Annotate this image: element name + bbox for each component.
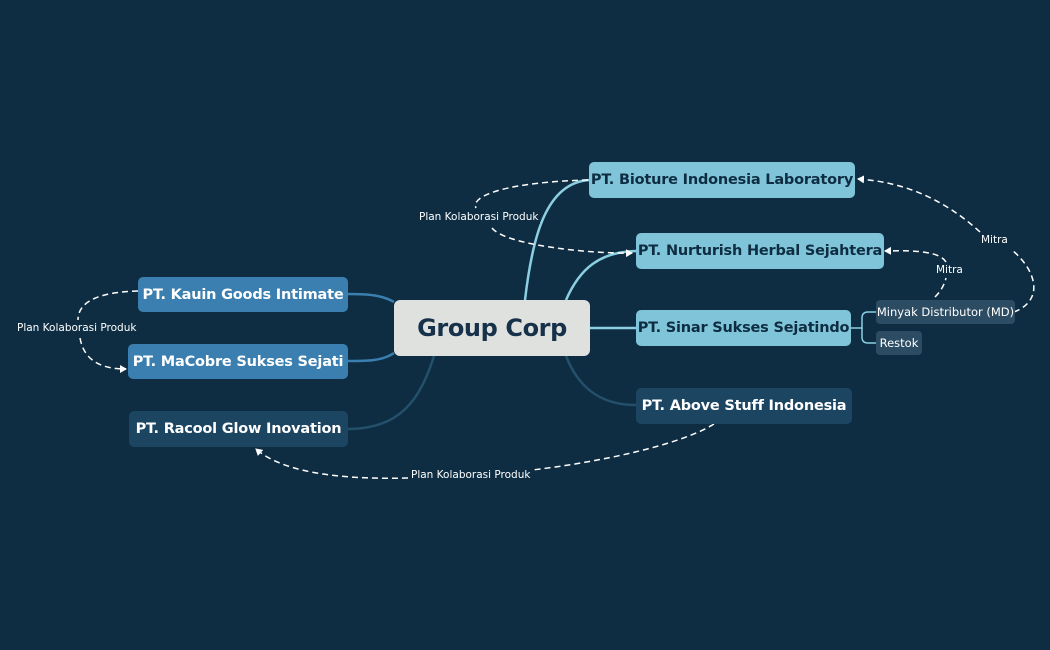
branch-bioture-node[interactable]: PT. Bioture Indonesia Laboratory bbox=[589, 162, 855, 198]
subtopic-minyak-distributor-node[interactable]: Minyak Distributor (MD) bbox=[876, 300, 1015, 324]
connector-macobre bbox=[347, 351, 395, 363]
relationship-label-mitra-nurturish[interactable]: Mitra bbox=[934, 263, 965, 277]
relationship-bioture-nurturish bbox=[474, 179, 632, 253]
relationship-minyak-bioture bbox=[858, 179, 1035, 313]
relationship-label-mitra-bioture[interactable]: Mitra bbox=[979, 233, 1010, 247]
connector-minyak bbox=[851, 311, 876, 329]
connector-restok bbox=[861, 328, 876, 344]
connector-nurturish bbox=[564, 249, 637, 301]
connector-above bbox=[564, 355, 637, 407]
relationship-minyak-nurturish bbox=[885, 251, 947, 298]
branch-sinar-node[interactable]: PT. Sinar Sukses Sejatindo bbox=[636, 310, 851, 346]
central-topic-node[interactable]: Group Corp bbox=[394, 300, 590, 356]
connector-kauin bbox=[347, 292, 395, 304]
branch-nurturish-node[interactable]: PT. Nurturish Herbal Sejahtera bbox=[636, 233, 884, 269]
branch-kauin-node[interactable]: PT. Kauin Goods Intimate bbox=[138, 277, 348, 312]
branch-above-node[interactable]: PT. Above Stuff Indonesia bbox=[636, 388, 852, 424]
relationship-above-racool bbox=[256, 423, 715, 479]
connector-racool bbox=[347, 355, 436, 431]
subtopic-restok-node[interactable]: Restok bbox=[876, 331, 922, 355]
branch-racool-node[interactable]: PT. Racool Glow Inovation bbox=[129, 411, 348, 447]
branch-macobre-node[interactable]: PT. MaCobre Sukses Sejati bbox=[128, 344, 348, 379]
connector-bioture bbox=[523, 178, 591, 301]
relationship-label-bioture-nurturish[interactable]: Plan Kolaborasi Produk bbox=[417, 210, 541, 224]
relationship-label-kauin-macobre[interactable]: Plan Kolaborasi Produk bbox=[15, 321, 139, 335]
relationship-label-above-racool[interactable]: Plan Kolaborasi Produk bbox=[409, 468, 533, 482]
relationship-kauin-macobre bbox=[77, 290, 139, 369]
